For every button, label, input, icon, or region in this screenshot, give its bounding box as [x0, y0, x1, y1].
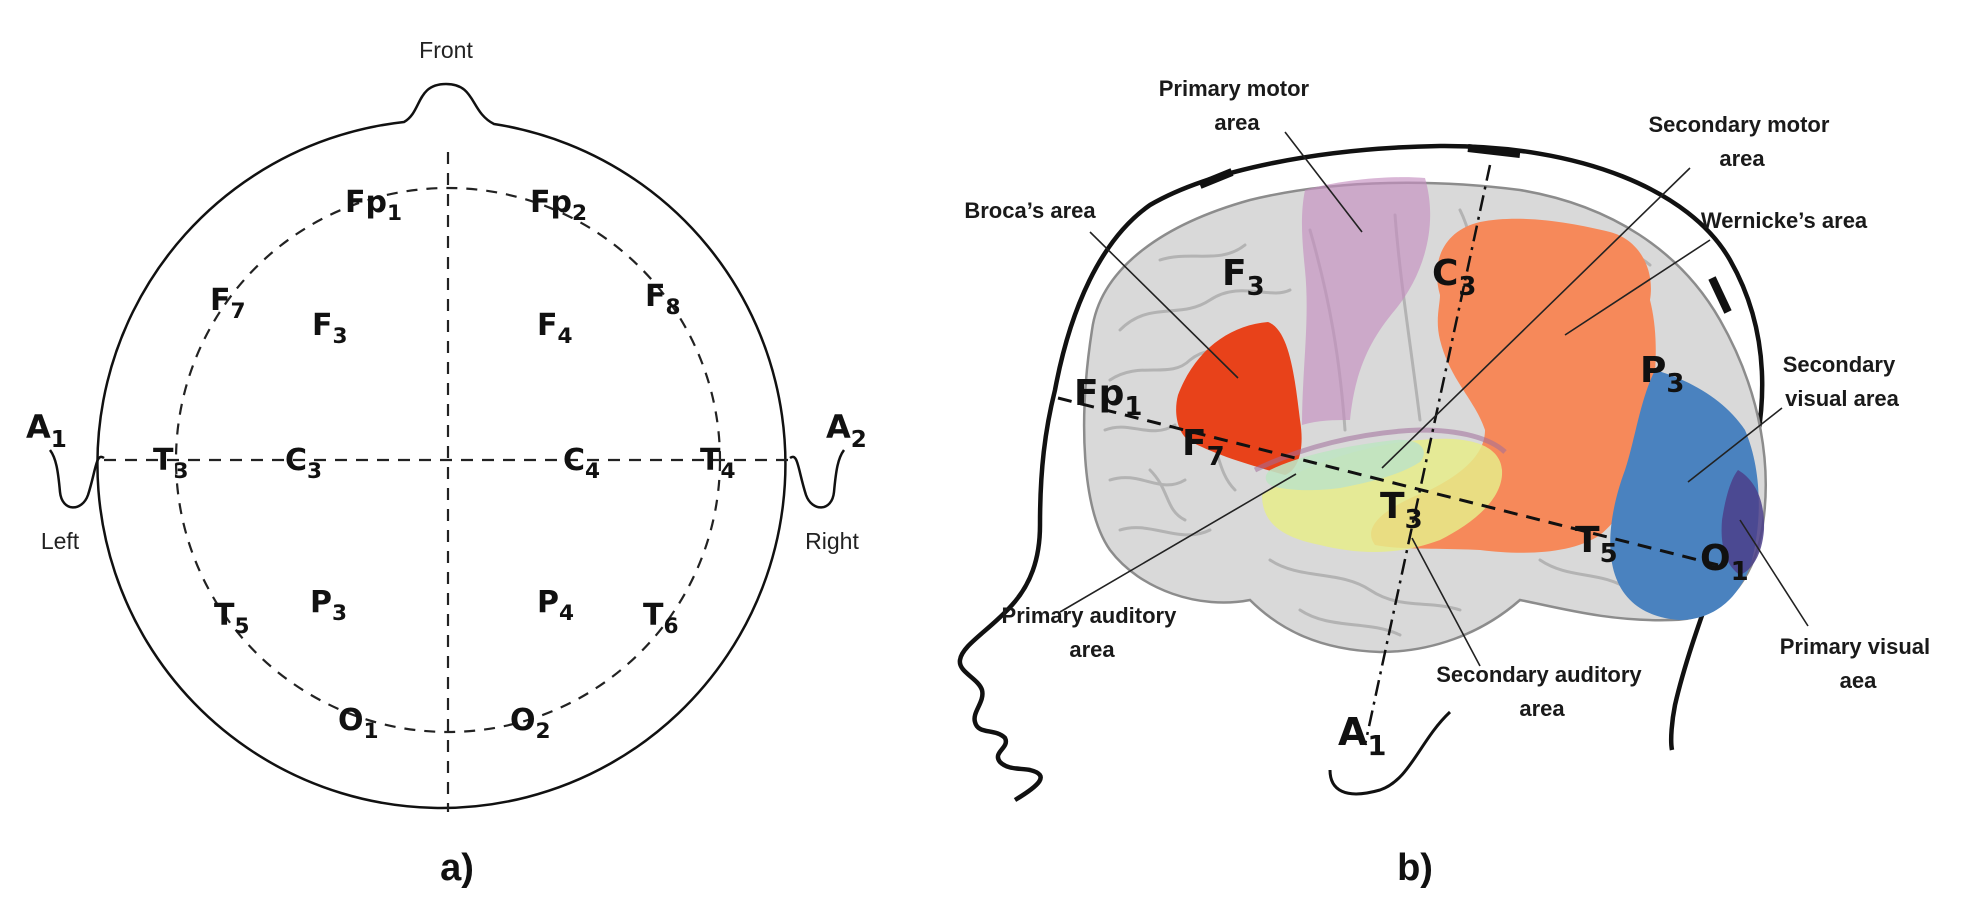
electrode-t5-side: T5	[1575, 520, 1618, 569]
label-broca: Broca’s area	[964, 198, 1096, 223]
electrode-t6: T6	[643, 598, 679, 639]
label-primary-visual: Primary visual aea	[1780, 634, 1937, 693]
electrode-o1-side: O1	[1700, 538, 1749, 587]
electrode-a1-top: A1	[26, 408, 67, 453]
panel-b-lateral-view: Primary motor area Secondary motor area …	[957, 76, 1937, 889]
label-secondary-visual: Secondary visual area	[1783, 352, 1902, 411]
electrode-t4: T4	[700, 443, 736, 484]
leader-wernicke	[1564, 239, 1711, 336]
leader-broca	[1089, 231, 1239, 379]
electrode-c4: C4	[563, 443, 600, 484]
area-primary-visual-region	[1721, 470, 1765, 575]
front-label: Front	[419, 37, 473, 63]
label-secondary-motor: Secondary motor area	[1648, 112, 1835, 171]
electrode-line-vertical	[1363, 164, 1492, 746]
electrode-t3: T3	[153, 443, 189, 484]
label-primary-motor: Primary motor area	[1159, 76, 1316, 135]
electrode-holder-1	[1198, 168, 1234, 189]
electrode-holder-3	[1708, 276, 1732, 314]
electrode-a2-top: A2	[826, 408, 867, 453]
electrode-f3: F3	[312, 308, 348, 349]
electrode-t5: T5	[214, 598, 250, 639]
electrode-fp1: Fp1	[345, 185, 402, 226]
electrode-holder-2	[1467, 144, 1521, 158]
lateral-sulcus	[1253, 427, 1507, 473]
leader-primary-auditory	[1059, 473, 1297, 613]
electrode-p3: P3	[310, 585, 347, 626]
right-ear	[789, 449, 846, 509]
electrode-c3: C3	[285, 443, 322, 484]
leader-lines	[1059, 131, 1809, 667]
electrode-c3-side: C3	[1432, 253, 1476, 302]
right-label: Right	[805, 528, 859, 554]
electrode-a1-side: A1	[1338, 710, 1386, 762]
caption-b: b)	[1397, 847, 1433, 889]
leader-secondary-motor	[1381, 167, 1691, 469]
electrode-p3-side: P3	[1640, 350, 1684, 399]
leader-primary-motor	[1284, 131, 1363, 233]
electrode-fp2: Fp2	[530, 185, 587, 226]
leader-primary-visual	[1739, 519, 1809, 627]
electrode-f4: F4	[537, 308, 573, 349]
ear-profile	[1328, 710, 1452, 796]
head-outline	[96, 82, 787, 810]
area-secondary-visual-region	[1610, 370, 1759, 620]
area-primary-motor-region	[1301, 177, 1431, 425]
label-wernicke: Wernicke’s area	[1701, 208, 1868, 233]
electrode-f8: F8	[645, 279, 681, 320]
area-broca-region	[1176, 322, 1302, 475]
leader-secondary-auditory	[1411, 537, 1481, 667]
electrode-t3-side: T3	[1380, 486, 1423, 535]
electrode-o1: O1	[338, 703, 379, 744]
caption-a: a)	[440, 847, 474, 889]
electrode-p4: P4	[537, 585, 574, 626]
panel-a-head-top-view: Front Left Right A1 A2 Fp1 Fp2 F7 F8 F3 …	[26, 37, 867, 889]
area-primary-auditory-region	[1265, 439, 1424, 491]
electrode-f7-side: F7	[1182, 423, 1225, 472]
electrode-f7: F7	[210, 283, 246, 324]
label-secondary-auditory: Secondary auditory area	[1436, 662, 1648, 721]
electrode-f3-side: F3	[1222, 253, 1265, 302]
left-label: Left	[41, 528, 80, 554]
leader-secondary-visual	[1687, 407, 1783, 483]
area-wernicke-region	[1371, 218, 1656, 553]
label-primary-auditory: Primary auditory area	[1002, 603, 1183, 662]
electrode-fp1-side: Fp1	[1074, 373, 1142, 422]
left-ear	[48, 449, 105, 509]
electrode-o2: O2	[510, 703, 551, 744]
